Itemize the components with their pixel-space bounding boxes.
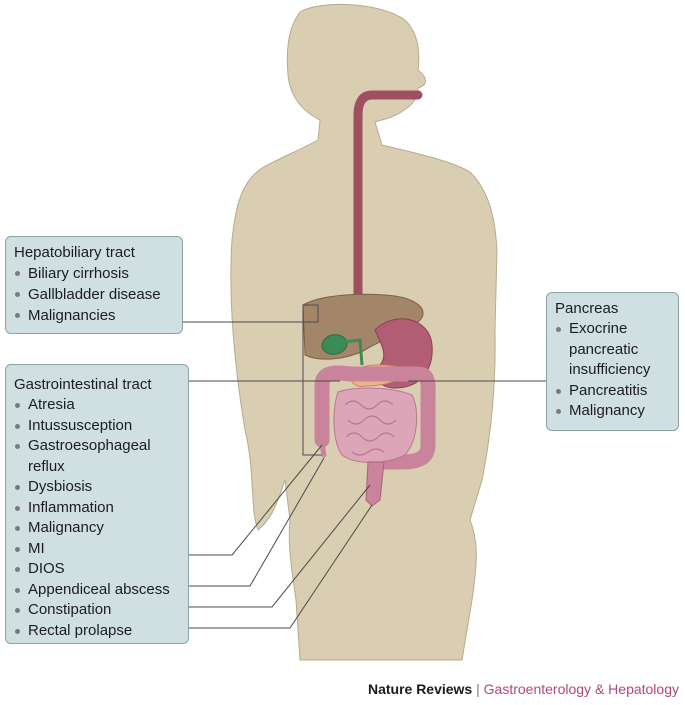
journal-name: Gastroenterology & Hepatology (483, 681, 679, 697)
appendix (319, 441, 327, 458)
pancreas-item-continued: pancreatic (569, 340, 639, 358)
gi-item-continued: reflux (28, 457, 65, 475)
hepatobiliary-box: Hepatobiliary tract Biliary cirrhosis Ga… (5, 236, 183, 334)
pancreas-item: Malignancy (547, 401, 678, 422)
pancreas-box: Pancreas Exocrine pancreatic insufficien… (546, 292, 679, 431)
hepatobiliary-item: Malignancies (6, 305, 182, 326)
gallbladder (321, 334, 348, 355)
leader-hepatobiliary (183, 304, 322, 456)
pancreas-title: Pancreas (555, 300, 619, 317)
leader-lines (64, 304, 546, 629)
gi-item: Rectal prolapse (6, 621, 188, 642)
small-intestine-folds (344, 400, 397, 456)
pancreas-item: Pancreatitis (547, 381, 678, 402)
gi-item: Constipation (6, 600, 188, 621)
gi-item: Appendiceal abscess (6, 580, 188, 601)
gi-item: DIOS (6, 559, 188, 580)
credit-separator: | (476, 681, 480, 697)
gi-tract-title: Gastrointestinal tract (14, 376, 152, 393)
gi-item: Intussusception (6, 416, 188, 437)
small-intestine (333, 387, 418, 463)
gi-item: Gastroesophageal (6, 436, 188, 457)
pancreas-item-continued: insufficiency (569, 361, 651, 378)
hepatobiliary-item: Gallbladder disease (6, 284, 182, 305)
hepatobiliary-title: Hepatobiliary tract (14, 244, 135, 261)
gi-item: Inflammation (6, 498, 188, 519)
pancreas-item: Exocrine (547, 319, 678, 340)
gi-item: MI (6, 539, 188, 560)
rectum (365, 461, 385, 507)
gi-tract-box: Gastrointestinal tract Atresia Intussusc… (5, 364, 189, 644)
publisher-name: Nature Reviews (367, 681, 473, 697)
gi-item: Atresia (6, 395, 188, 416)
esophagus (353, 90, 423, 305)
gi-item: Dysbiosis (6, 477, 188, 498)
figure-credit: Nature Reviews | Gastroenterology & Hepa… (368, 681, 679, 697)
leader-appendiceal (183, 457, 325, 587)
bile-duct (343, 338, 364, 366)
gi-item: Malignancy (6, 518, 188, 539)
hepatobiliary-item: Biliary cirrhosis (6, 263, 182, 284)
leader-rectal-prolapse (146, 504, 373, 629)
